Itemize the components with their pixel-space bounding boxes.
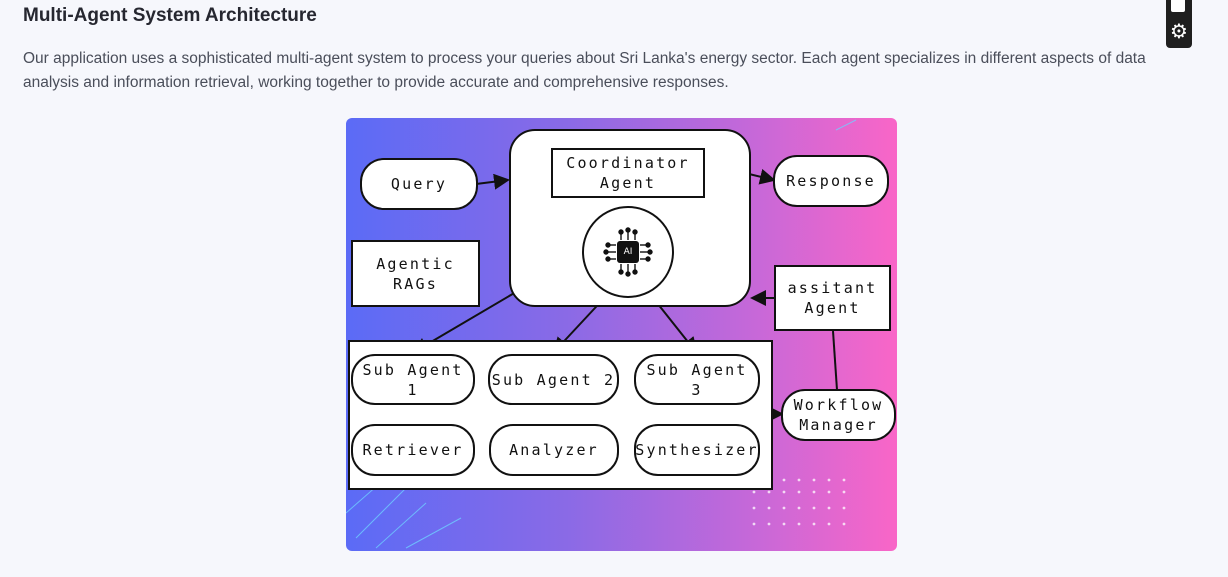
agentic-rags-box: Agentic RAGs: [351, 240, 480, 307]
document-icon[interactable]: [1171, 0, 1185, 12]
page-description: Our application uses a sophisticated mul…: [23, 50, 1146, 91]
ai-chip-label: AI: [617, 241, 639, 263]
architecture-diagram: Coordinator Agent AI Query Response Agen…: [346, 118, 897, 551]
workflow-manager-node: Workflow Manager: [781, 389, 896, 441]
synthesizer-node: Synthesizer: [634, 424, 760, 476]
retriever-node: Retriever: [351, 424, 475, 476]
sub-agent-1-node: Sub Agent 1: [351, 354, 475, 405]
toolbar: ⚙: [1166, 0, 1192, 48]
ai-hub-circle: [582, 206, 674, 298]
sub-agent-3-node: Sub Agent 3: [634, 354, 760, 405]
page-title: Multi-Agent System Architecture: [23, 5, 317, 26]
query-node: Query: [360, 158, 478, 210]
ai-chip-icon: [603, 227, 653, 277]
sub-agent-2-node: Sub Agent 2: [488, 354, 619, 405]
assistant-agent-box: assitant Agent: [774, 265, 891, 331]
coordinator-agent-box: Coordinator Agent: [551, 148, 705, 198]
line-assistant-to-workflow: [832, 330, 838, 391]
gear-icon[interactable]: ⚙: [1170, 19, 1188, 43]
response-node: Response: [773, 155, 889, 207]
arrow-query-to-coordinator: [475, 173, 510, 190]
arrow-coordinator-to-response: [748, 168, 776, 185]
analyzer-node: Analyzer: [489, 424, 619, 476]
